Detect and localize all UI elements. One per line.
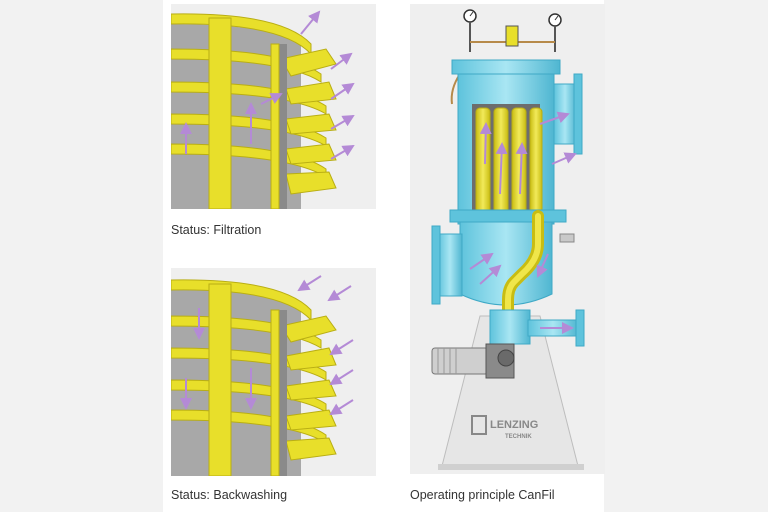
pressure-gauge-icon: [463, 9, 477, 52]
canfil-operating-diagram: LENZING TECHNIK: [410, 4, 605, 474]
svg-text:TECHNIK: TECHNIK: [505, 434, 532, 440]
backwashing-diagram: [171, 268, 376, 476]
caption-backwashing: Status: Backwashing: [171, 488, 288, 502]
figure-page: LENZING TECHNIK: [163, 0, 605, 512]
caption-filtration: Status: Filtration: [171, 223, 262, 237]
lenzing-logo: LENZING TECHNIK: [471, 415, 538, 440]
svg-text:LENZING: LENZING: [490, 419, 538, 431]
filtration-diagram: [171, 4, 376, 209]
pressure-gauge-icon: [548, 13, 562, 52]
caption-operating-principle: Operating principle CanFil: [410, 488, 555, 502]
motor-icon: [431, 343, 515, 379]
